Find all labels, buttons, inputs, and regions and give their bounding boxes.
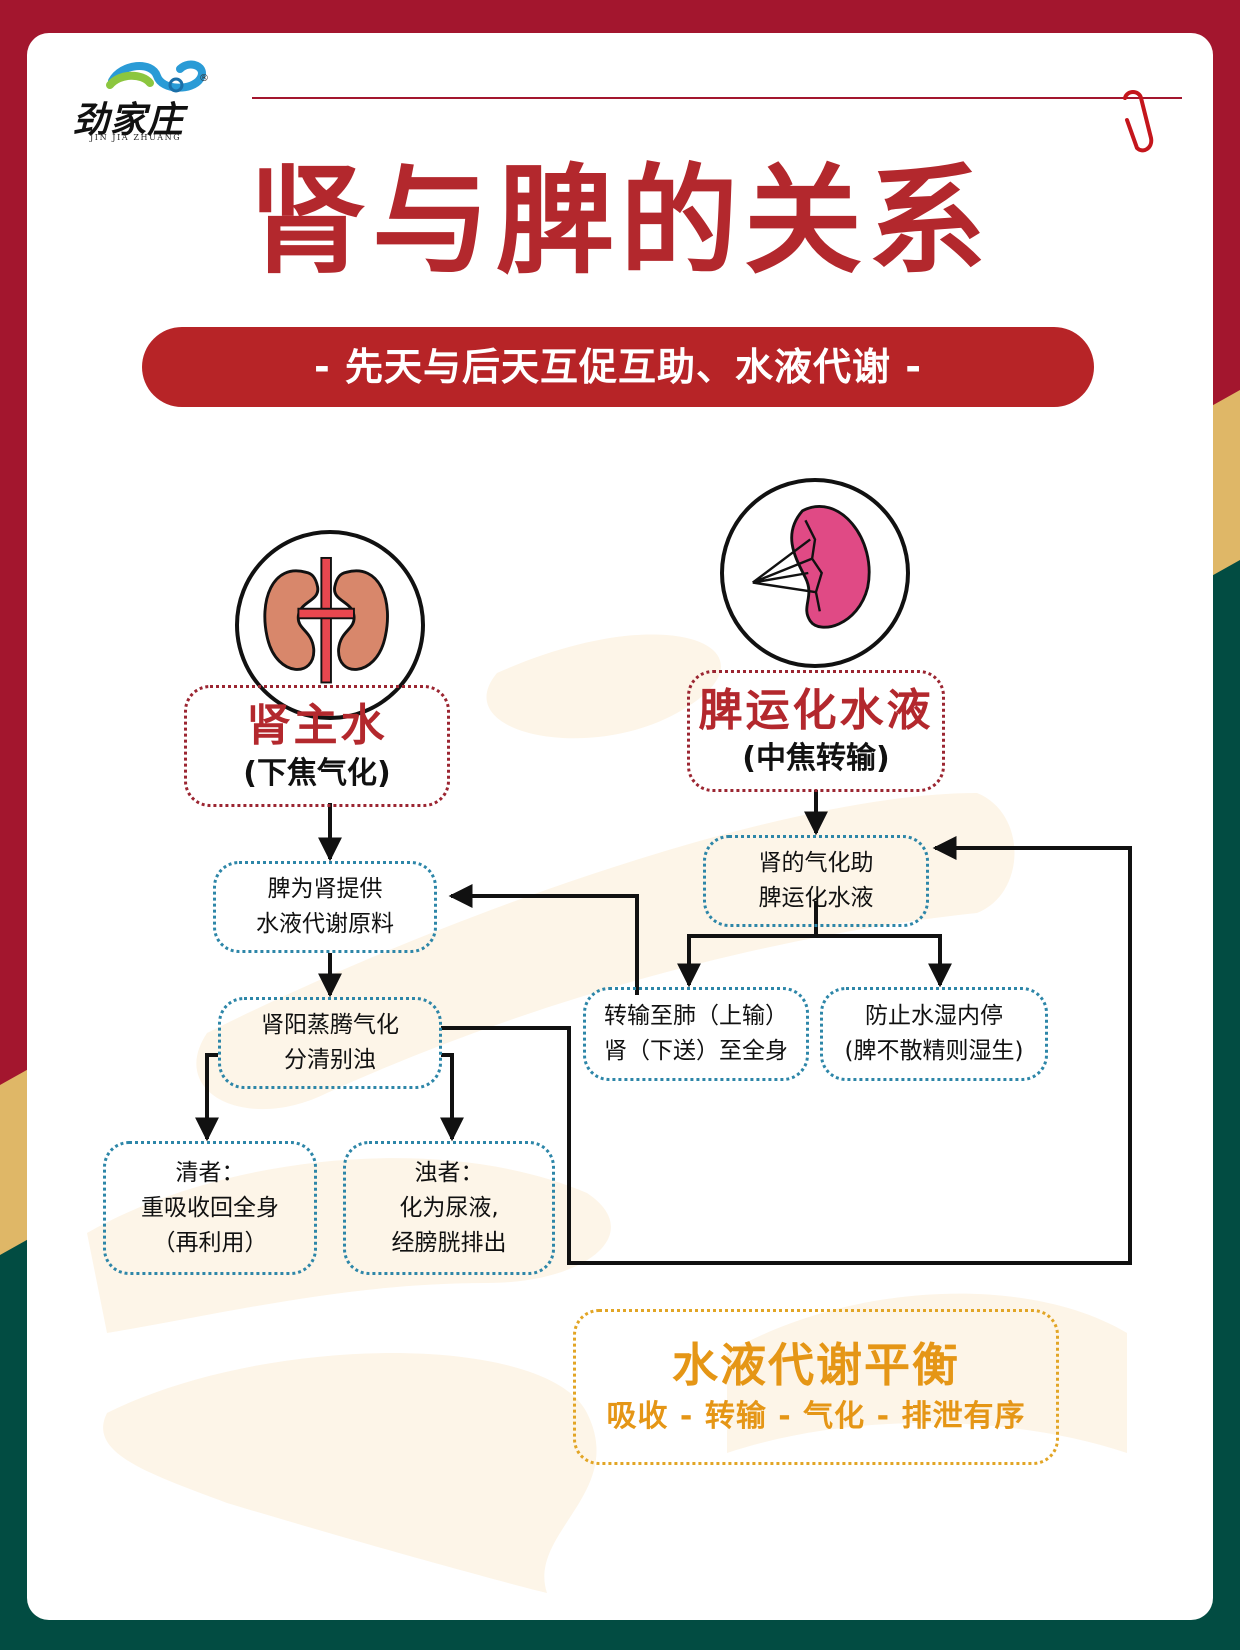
node-line: 防止水湿内停 [865,1003,1003,1029]
node-kidney-title: 肾主水 [246,700,388,751]
node-spleen-title: 脾运化水液 [698,685,934,736]
node-line: 转输至肺（上输） [604,1003,788,1029]
node-line: （再利用） [152,1229,268,1256]
subtitle-banner: - 先天与后天互促互助、水液代谢 - [142,327,1094,407]
node-line: 重吸收回全身 [141,1194,279,1221]
brand-logo-swirl-icon [106,60,206,93]
node-kidney-subtitle: (下焦气化) [243,756,391,791]
node-spleen-subtitle: (中焦转输) [742,741,890,776]
node-line: 脾为肾提供 [267,876,383,902]
spleen-icon [752,504,871,629]
node-prevent-dampness: 防止水湿内停 (脾不散精则湿生) [820,987,1048,1081]
node-line: 肾阳蒸腾气化 [261,1012,399,1038]
registered-mark: ® [199,73,209,84]
node-line: 水液代谢原料 [256,911,394,937]
node-fluid-balance: 水液代谢平衡 吸收 - 转输 - 气化 - 排泄有序 [573,1309,1059,1465]
balance-subtitle: 吸收 - 转输 - 气化 - 排泄有序 [606,1399,1026,1434]
node-turbid-fluid: 浊者： 化为尿液, 经膀胱排出 [343,1141,555,1275]
content-card: 劲家庄 ® JIN JIA ZHUANG 肾与脾的关系 - 先天与后天互促互助、… [27,33,1213,1620]
node-kidney-governs-water: 肾主水 (下焦气化) [184,685,450,807]
node-spleen-transforms-fluid: 脾运化水液 (中焦转输) [687,670,945,792]
node-line: (脾不散精则湿生) [844,1038,1024,1064]
node-clear-fluid: 清者： 重吸收回全身 （再利用） [103,1141,317,1275]
brand-romanized: JIN JIA ZHUANG [90,133,182,142]
node-line: 肾（下送）至全身 [604,1038,788,1064]
node-transport-lung-kidney: 转输至肺（上输） 肾（下送）至全身 [583,987,809,1081]
page-title: 肾与脾的关系 [247,152,992,290]
node-kidney-yang-steaming: 肾阳蒸腾气化 分清别浊 [218,997,442,1089]
kidney-icon-circle [235,530,425,720]
node-spleen-supplies-kidney: 脾为肾提供 水液代谢原料 [213,861,437,953]
spleen-icon-circle [720,478,910,668]
node-line: 浊者： [414,1159,484,1186]
node-line: 经膀胱排出 [391,1229,507,1256]
node-line: 脾运化水液 [758,885,874,911]
balance-title: 水液代谢平衡 [672,1338,960,1392]
node-kidney-assists-spleen: 肾的气化助 脾运化水液 [703,835,929,927]
paperclip-icon [1123,90,1154,153]
brand-name: 劲家庄 [73,99,185,141]
node-line: 分清别浊 [284,1047,376,1073]
node-line: 肾的气化助 [758,850,874,876]
node-line: 化为尿液, [399,1194,499,1221]
header-divider [252,97,1182,99]
kidney-icon [263,556,389,684]
node-line: 清者： [175,1159,245,1186]
